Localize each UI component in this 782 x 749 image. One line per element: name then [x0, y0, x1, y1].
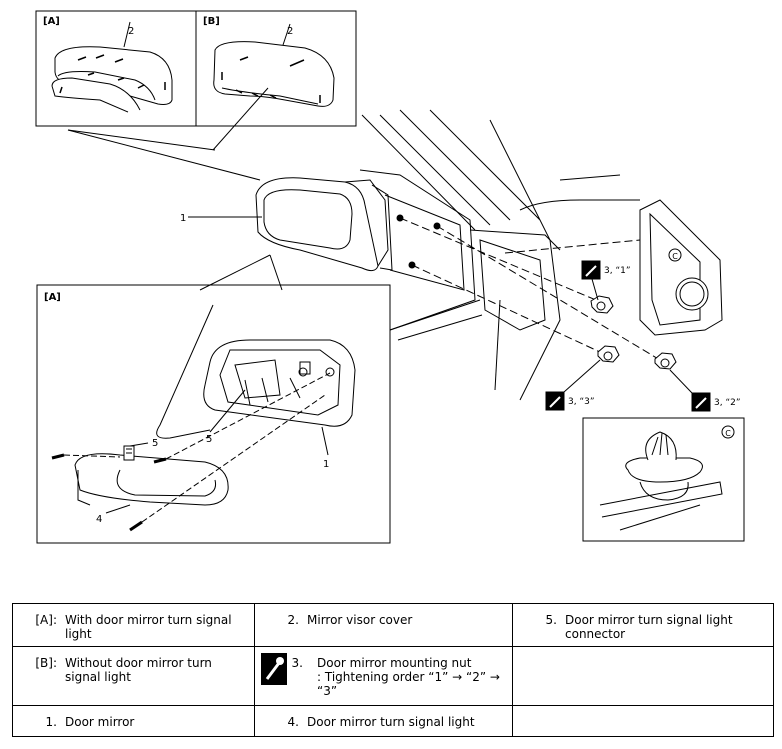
legend-row: [B]: Without door mirror turn signal ligh…	[12, 646, 774, 706]
callout-2-a: 2	[128, 26, 134, 37]
svg-text:4: 4	[96, 514, 102, 525]
tightening-order-note: : Tightening order “1” → “2” → “3”	[317, 670, 500, 698]
inset-box-a: [A] 2	[35, 10, 198, 127]
legend-cell: 1. Door mirror	[12, 705, 255, 737]
svg-text:C: C	[725, 429, 731, 438]
legend-cell-empty	[512, 646, 774, 706]
svg-text:C: C	[672, 252, 678, 261]
legend-code: 1.	[45, 715, 57, 729]
legend-cell: 2. Mirror visor cover	[254, 603, 513, 647]
door-trim-speaker: C	[639, 199, 723, 336]
mounting-nut-1	[590, 295, 614, 314]
torque-label-2: 3, “2”	[669, 369, 741, 412]
door-mirror-exploded-diagram: [A] 2 [B] 2 1	[35, 10, 745, 544]
legend-cell-empty	[512, 705, 774, 737]
legend-text: Door mirror mounting nut	[317, 656, 472, 670]
svg-text:3, “3”: 3, “3”	[568, 397, 595, 407]
detail-box-a: [A] 5 5 1 4	[36, 254, 391, 544]
legend-cell: 4. Door mirror turn signal light	[254, 705, 513, 737]
torque-label-3: 3, “3”	[545, 359, 601, 411]
legend-code: 3.	[291, 656, 303, 670]
inset-b-label: [B]	[203, 16, 220, 27]
legend-text: Mirror visor cover	[307, 613, 413, 627]
legend-text: With door mirror turn signal light	[65, 613, 232, 641]
inset-a-label: [A]	[43, 16, 60, 27]
door-mirror-main: 1	[180, 177, 389, 272]
legend-text: Door mirror	[65, 715, 135, 729]
legend-text: Without door mirror turn signal light	[65, 656, 212, 684]
svg-text:1: 1	[323, 459, 329, 470]
detail-box-c: C	[582, 417, 745, 542]
legend-code: 5.	[545, 613, 557, 627]
legend-cell: [B]: Without door mirror turn signal ligh…	[12, 646, 255, 706]
callout-1-top: 1	[180, 213, 186, 224]
legend-cell: 5. Door mirror turn signal light connecto…	[512, 603, 774, 647]
door-frame	[359, 109, 640, 401]
legend-cell: [A]: With door mirror turn signal light	[12, 603, 255, 647]
legend-cell: 3. Door mirror mounting nut: Tightening …	[254, 646, 513, 706]
svg-text:5: 5	[152, 438, 158, 449]
legend-row: 1. Door mirror 4. Door mirror turn signal …	[12, 705, 774, 737]
svg-text:5: 5	[206, 434, 212, 445]
legend-text: Door mirror turn signal light	[307, 715, 475, 729]
legend-code: 2.	[287, 613, 299, 627]
parts-legend-table: [A]: With door mirror turn signal light 2…	[12, 603, 774, 737]
torque-label-1: 3, “1”	[581, 260, 631, 301]
svg-text:[A]: [A]	[44, 292, 61, 303]
legend-text: Door mirror turn signal light connector	[565, 613, 733, 641]
svg-text:3, “2”: 3, “2”	[714, 398, 741, 408]
callout-2-b: 2	[287, 26, 293, 37]
svg-text:3, “1”: 3, “1”	[604, 266, 631, 276]
inset-box-b: [B] 2	[195, 10, 357, 127]
torque-wrench-icon	[261, 653, 287, 685]
legend-code: [B]:	[35, 656, 57, 670]
legend-row: [A]: With door mirror turn signal light 2…	[12, 603, 774, 647]
legend-code: [A]:	[35, 613, 57, 627]
mounting-studs	[396, 214, 661, 361]
legend-code: 4.	[287, 715, 299, 729]
mounting-nut-2	[654, 352, 677, 370]
mounting-nut-3	[597, 345, 620, 363]
